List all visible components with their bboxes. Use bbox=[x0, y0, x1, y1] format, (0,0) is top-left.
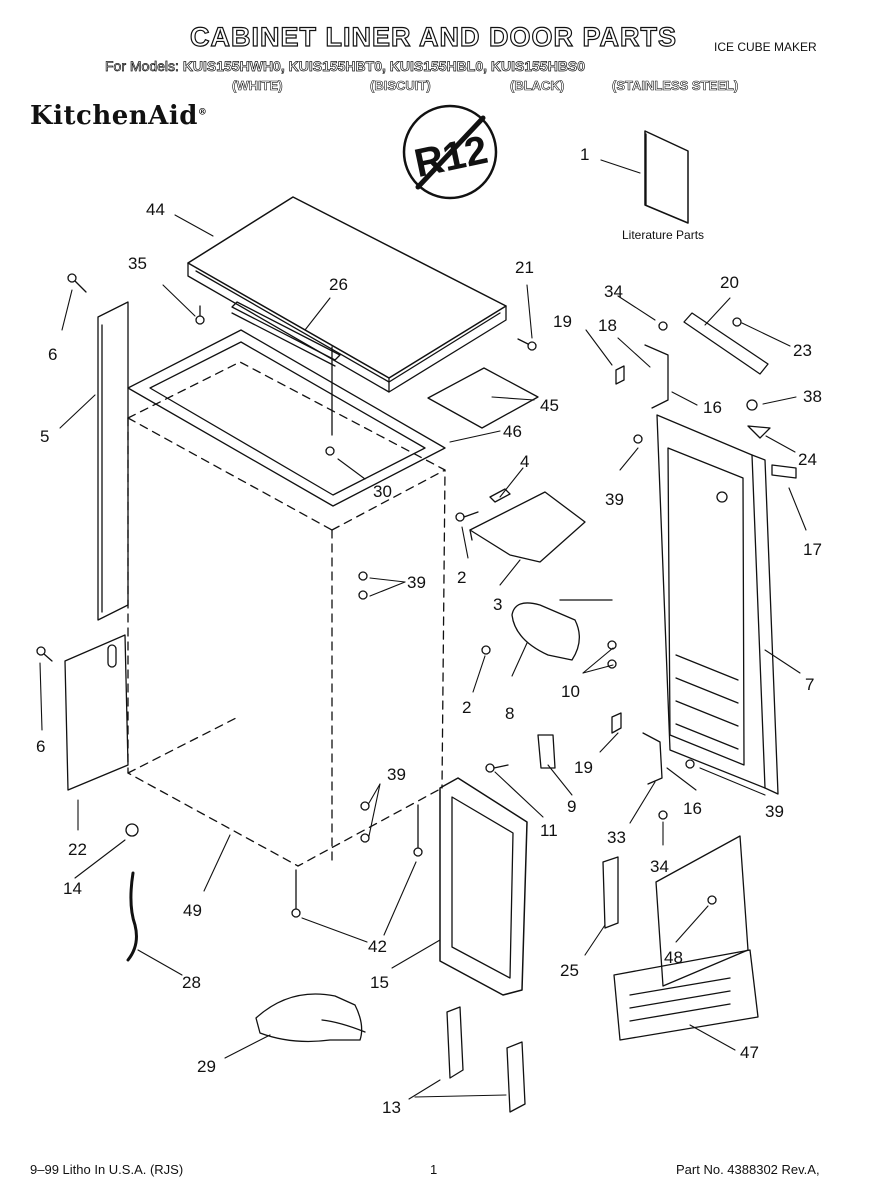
callout-4: 4 bbox=[520, 452, 529, 471]
footer-part-number: Part No. 4388302 Rev.A, bbox=[676, 1162, 820, 1177]
top-cover bbox=[187, 196, 507, 393]
callout-15: 15 bbox=[370, 973, 389, 992]
callout-22: 22 bbox=[68, 840, 87, 859]
bottom-panel bbox=[64, 634, 129, 791]
insulation-pad bbox=[427, 367, 539, 429]
callout-10: 10 bbox=[561, 682, 580, 701]
side-panel bbox=[97, 301, 129, 621]
models-line: For Models: KUIS155HWH0, KUIS155HBT0, KU… bbox=[105, 58, 586, 75]
door-gasket-frame bbox=[439, 777, 528, 996]
callout-13: 13 bbox=[382, 1098, 401, 1117]
footer-page-number: 1 bbox=[430, 1162, 438, 1177]
literature-parts: Literature Parts bbox=[622, 130, 704, 242]
callout-11: 11 bbox=[540, 821, 558, 840]
callout-6b: 6 bbox=[36, 737, 45, 756]
page-title: CABINET LINER AND DOOR PARTS bbox=[189, 21, 677, 52]
door-hinges bbox=[537, 312, 797, 785]
screws bbox=[36, 273, 758, 918]
callout-2b: 2 bbox=[462, 698, 471, 717]
callout-14: 14 bbox=[63, 879, 82, 898]
footer-print-info: 9–99 Litho In U.S.A. (RJS) bbox=[30, 1162, 184, 1177]
literature-label: Literature Parts bbox=[622, 228, 704, 242]
callout-1: 1 bbox=[580, 145, 589, 164]
callout-19b: 19 bbox=[574, 758, 593, 777]
door-handle bbox=[511, 599, 613, 661]
callout-21: 21 bbox=[515, 258, 534, 277]
callout-17: 17 bbox=[803, 540, 822, 559]
color-white: (WHITE) bbox=[232, 78, 283, 94]
callout-24: 24 bbox=[798, 450, 817, 469]
callout-numbers: 1 44 35 26 21 34 20 19 18 23 6 5 45 16 3… bbox=[36, 145, 822, 1117]
callout-29: 29 bbox=[197, 1057, 216, 1076]
callout-9: 9 bbox=[567, 797, 576, 816]
callout-39c: 39 bbox=[387, 765, 406, 784]
callout-38: 38 bbox=[803, 387, 822, 406]
callout-3: 3 bbox=[493, 595, 502, 614]
color-stainless: (STAINLESS STEEL) bbox=[612, 78, 739, 94]
r12-text: R12 bbox=[411, 128, 492, 186]
cabinet-liner bbox=[127, 361, 446, 867]
callout-23: 23 bbox=[793, 341, 812, 360]
models-label: For Models: bbox=[105, 58, 180, 75]
callout-35: 35 bbox=[128, 254, 147, 273]
callout-leaders bbox=[39, 159, 807, 1100]
callout-39d: 39 bbox=[765, 802, 784, 821]
door-trim-strips bbox=[446, 1006, 526, 1113]
panel-clip bbox=[602, 856, 619, 929]
callout-28: 28 bbox=[182, 973, 201, 992]
r12-badge: R12 bbox=[402, 104, 498, 200]
front-grille-panel bbox=[613, 835, 759, 1041]
callout-34: 34 bbox=[604, 282, 623, 301]
channel-bracket bbox=[231, 301, 341, 436]
callout-44: 44 bbox=[146, 200, 165, 219]
callout-46: 46 bbox=[503, 422, 522, 441]
color-black: (BLACK) bbox=[510, 78, 565, 94]
callout-34b: 34 bbox=[650, 857, 669, 876]
model-numbers: KUIS155HWH0, KUIS155HBT0, KUIS155HBL0, K… bbox=[182, 58, 586, 75]
callout-6: 6 bbox=[48, 345, 57, 364]
callout-39b: 39 bbox=[407, 573, 426, 592]
outer-door bbox=[656, 414, 779, 795]
callout-47: 47 bbox=[740, 1043, 759, 1062]
color-biscuit: (BISCUIT) bbox=[370, 78, 431, 94]
callout-16b: 16 bbox=[683, 799, 702, 818]
ice-deflector bbox=[469, 488, 586, 563]
page-subtitle: ICE CUBE MAKER bbox=[714, 40, 817, 54]
callout-25: 25 bbox=[560, 961, 579, 980]
callout-7: 7 bbox=[805, 675, 814, 694]
drain-hose bbox=[126, 871, 138, 962]
callout-19: 19 bbox=[553, 312, 572, 331]
callout-30: 30 bbox=[373, 482, 392, 501]
brand-logo: KitchenAid® bbox=[30, 101, 208, 131]
callout-39: 39 bbox=[605, 490, 624, 509]
callout-2: 2 bbox=[457, 568, 466, 587]
callout-45: 45 bbox=[540, 396, 559, 415]
callout-26: 26 bbox=[329, 275, 348, 294]
liner-gasket bbox=[127, 329, 446, 507]
callout-48: 48 bbox=[664, 948, 683, 967]
callout-33: 33 bbox=[607, 828, 626, 847]
callout-8: 8 bbox=[505, 704, 514, 723]
callout-5: 5 bbox=[40, 427, 49, 446]
ice-scoop bbox=[255, 993, 366, 1043]
callout-16: 16 bbox=[703, 398, 722, 417]
callout-42: 42 bbox=[368, 937, 387, 956]
callout-18: 18 bbox=[598, 316, 617, 335]
callout-20: 20 bbox=[720, 273, 739, 292]
callout-49: 49 bbox=[183, 901, 202, 920]
